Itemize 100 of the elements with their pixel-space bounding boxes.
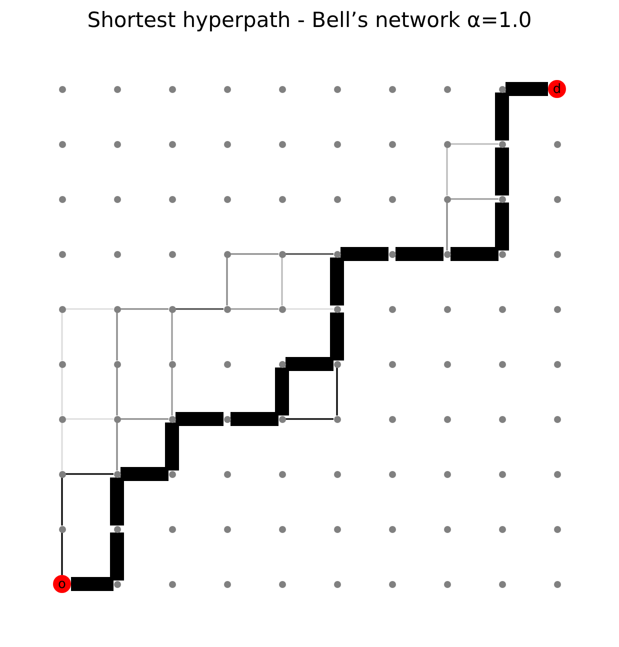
- grid-node-dot: [388, 470, 396, 478]
- grid-node-dot: [444, 470, 450, 478]
- link-line: [61, 368, 63, 416]
- grid-node-dot: [554, 196, 560, 202]
- grid-node-dot: [114, 86, 120, 92]
- link-line: [116, 422, 118, 470]
- grid-node-dot: [114, 470, 120, 478]
- grid-node-dot: [388, 360, 396, 368]
- link-line: [450, 198, 498, 200]
- grid-node-dot: [444, 360, 450, 368]
- link-line: [446, 148, 448, 196]
- grid-node-dot: [334, 306, 340, 312]
- grid-node-dot: [114, 196, 120, 202]
- grid-node-dot: [278, 250, 286, 258]
- link-line: [165, 422, 179, 470]
- grid-node-dot: [278, 580, 286, 588]
- link-line: [116, 312, 118, 360]
- link-line: [176, 412, 224, 426]
- link-line: [120, 308, 168, 310]
- grid-node-dot: [168, 86, 176, 92]
- endpoint-node: d: [548, 80, 566, 98]
- grid-node-dot: [554, 416, 560, 422]
- grid-node-dot: [168, 250, 176, 258]
- link-line: [66, 473, 114, 475]
- grid-node-dot: [278, 196, 286, 202]
- link-line: [281, 258, 283, 306]
- chart-title: Shortest hyperpath - Bell’s network α=1.0: [87, 8, 532, 32]
- grid-node-dot: [554, 470, 560, 478]
- grid-node-dot: [554, 580, 560, 588]
- grid-node-dot: [224, 580, 230, 588]
- grid-node-dot: [224, 470, 230, 478]
- endpoint-node: o: [53, 575, 71, 593]
- grid-node-dot: [554, 140, 560, 148]
- grid-node-dot: [224, 416, 230, 422]
- grid-node-dot: [224, 360, 230, 368]
- grid-node-dot: [168, 470, 176, 478]
- grid-node-dot: [498, 470, 506, 478]
- grid-node-dot: [334, 526, 340, 532]
- link-line: [171, 368, 173, 416]
- grid-node-dot: [168, 416, 176, 422]
- link-line: [61, 422, 63, 470]
- link-line: [226, 258, 228, 306]
- grid-node-dot: [114, 580, 120, 588]
- grid-node-dot: [224, 86, 230, 92]
- grid-node-dot: [114, 250, 120, 258]
- grid-node-dot: [224, 250, 230, 258]
- grid-node-dot: [444, 196, 450, 202]
- grid-node-dot: [114, 140, 120, 148]
- grid-node-dot: [278, 360, 286, 368]
- grid-node-dot: [334, 360, 340, 368]
- grid-node-dot: [498, 526, 506, 532]
- grid-node-dot: [444, 86, 450, 92]
- grid-node-dot: [334, 250, 340, 258]
- grid-node-dot: [554, 360, 560, 368]
- grid-node-dot: [224, 196, 230, 202]
- grid-node-dot: [58, 250, 66, 258]
- grid-node-dot: [334, 196, 340, 202]
- grid-node-dot: [388, 250, 396, 258]
- grid-node-dot: [168, 140, 176, 148]
- grid-node-dot: [168, 580, 176, 588]
- grid-node-dot: [334, 86, 340, 92]
- link-line: [120, 467, 168, 481]
- grid-node-dot: [388, 416, 396, 422]
- grid-node-dot: [58, 360, 66, 368]
- link-line: [450, 143, 498, 145]
- link-line: [275, 368, 289, 416]
- grid-node-dot: [388, 86, 396, 92]
- grid-node-dot: [168, 306, 176, 312]
- grid-node-dot: [334, 416, 340, 422]
- grid-node-dot: [388, 580, 396, 588]
- grid-node-dot: [114, 526, 120, 532]
- link-line: [286, 253, 334, 255]
- grid-node-dot: [58, 196, 66, 202]
- grid-node-dot: [278, 470, 286, 478]
- link-line: [340, 247, 388, 261]
- grid-node-dot: [278, 526, 286, 532]
- link-line: [120, 418, 168, 420]
- grid-node-dot: [58, 306, 66, 312]
- grid-node-dot: [168, 526, 176, 532]
- link-line: [506, 82, 548, 96]
- link-line: [230, 308, 278, 310]
- grid-node-dot: [388, 306, 396, 312]
- grid-node-dot: [554, 250, 560, 258]
- link-line: [230, 412, 278, 426]
- link-line: [330, 258, 344, 306]
- grid-node-dot: [498, 360, 506, 368]
- link-line: [330, 312, 344, 360]
- grid-node-dot: [224, 306, 230, 312]
- grid-node-dot: [58, 470, 66, 478]
- link-line: [171, 312, 173, 360]
- grid-node-dot: [114, 416, 120, 422]
- link-line: [110, 478, 124, 526]
- grid-node-dot: [114, 360, 120, 368]
- grid-node-dot: [498, 140, 506, 148]
- grid-node-dot: [498, 250, 506, 258]
- grid-node-dot: [554, 526, 560, 532]
- link-line: [61, 312, 63, 360]
- link-line: [286, 418, 334, 420]
- grid-node-dot: [168, 360, 176, 368]
- grid-node-dot: [168, 196, 176, 202]
